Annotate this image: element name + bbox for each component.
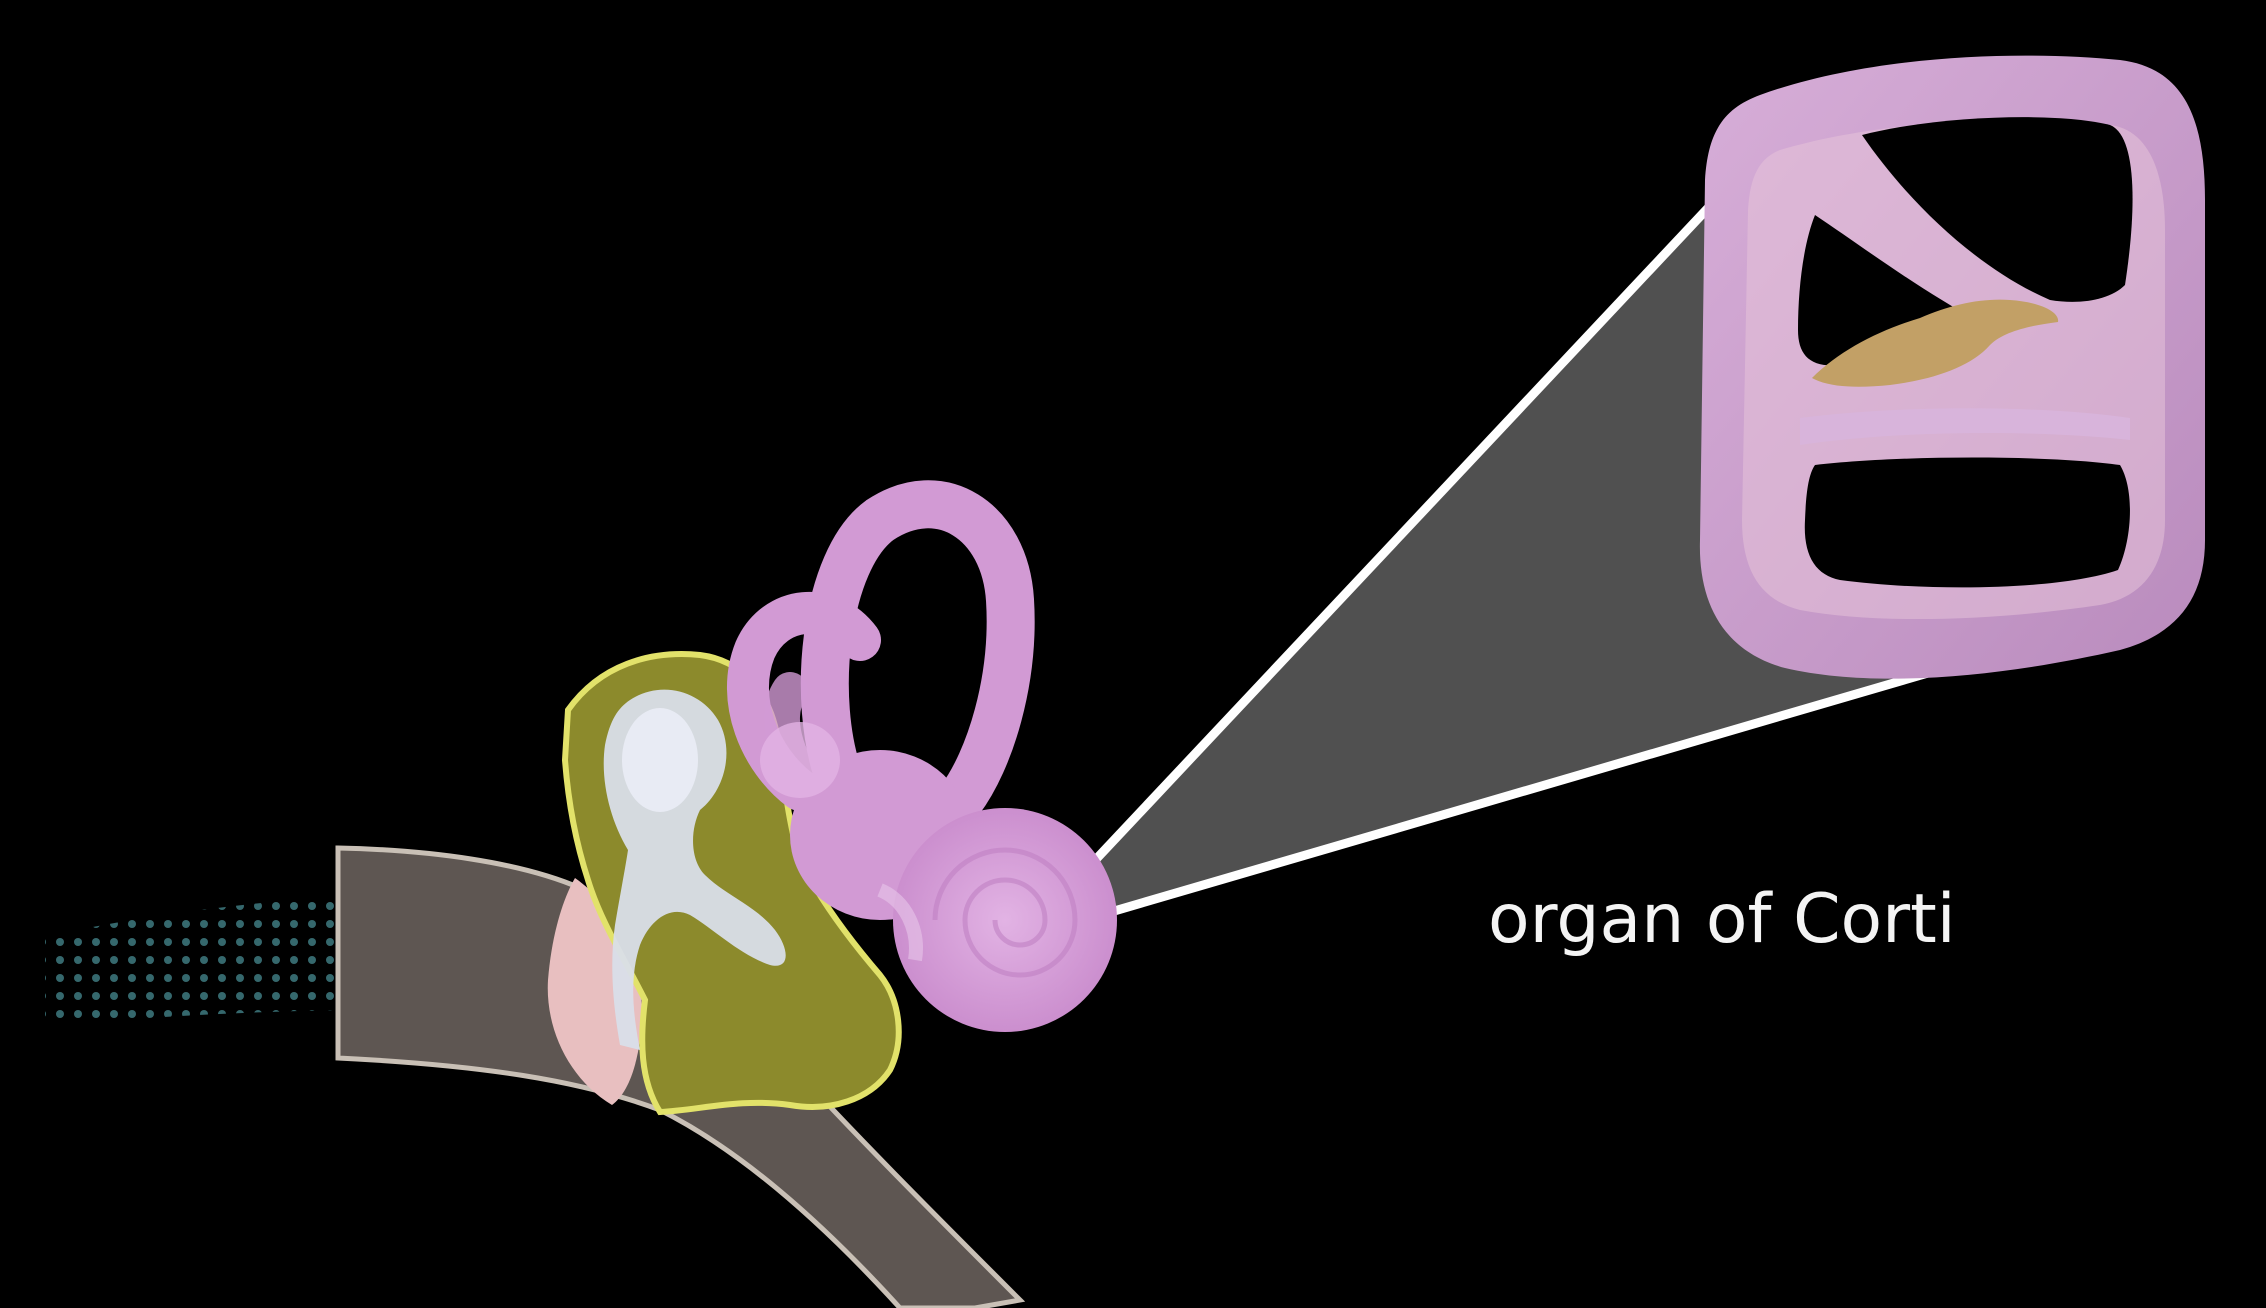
malleus-head [622,708,698,812]
vestibule-shadow [760,722,840,798]
cochlea-cross-section [1699,55,2205,679]
organ-of-corti [1812,299,2059,387]
zoom-line-top [1018,154,1759,942]
zoom-line-bottom [1020,663,1947,943]
cochlea [876,808,1117,1032]
basilar-membrane [1800,408,2130,445]
scala-vestibuli [1862,117,2133,302]
scala-tympani [1804,457,2130,588]
organ-of-corti-label: organ of Corti [1488,880,1956,959]
